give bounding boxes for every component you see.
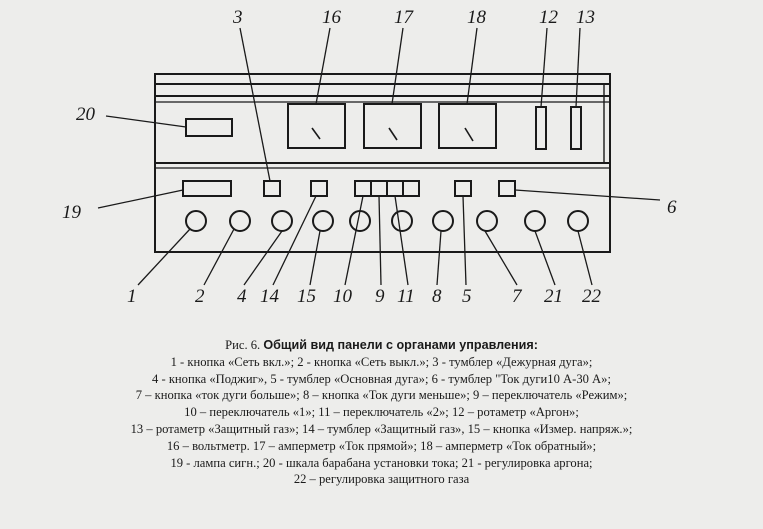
caption-title: Общий вид панели с органами управления: xyxy=(263,338,538,352)
ammeter-reverse xyxy=(438,103,497,149)
rotameter-argon xyxy=(535,106,547,150)
voltmeter xyxy=(287,103,346,149)
caption-line: 19 - лампа сигн.; 20 - шкала барабана ус… xyxy=(170,455,593,470)
leader-6 xyxy=(514,189,661,201)
callout-7: 7 xyxy=(512,286,523,307)
caption-title-line: Рис. 6. Общий вид панели с органами упра… xyxy=(0,337,763,354)
figure-caption: Рис. 6. Общий вид панели с органами упра… xyxy=(0,337,763,488)
toggle-standby-arc xyxy=(263,180,281,197)
knob-9 xyxy=(524,210,546,232)
knob-7 xyxy=(432,210,454,232)
voltmeter-needle xyxy=(311,127,321,140)
leader-20 xyxy=(105,115,187,128)
leader-5 xyxy=(462,195,467,286)
caption-line: 13 – ротаметр «Защитный газ»; 14 – тумбл… xyxy=(130,421,633,436)
leader-22 xyxy=(577,230,593,286)
drum-scale-window xyxy=(185,118,233,137)
leader-19 xyxy=(97,189,184,209)
callout-22: 22 xyxy=(582,286,602,307)
leader-10 xyxy=(344,195,364,286)
leader-9 xyxy=(378,195,382,286)
ammeter-reverse-needle xyxy=(464,127,474,142)
leader-14 xyxy=(272,195,317,286)
signal-lamp xyxy=(182,180,232,197)
ammeter-direct-needle xyxy=(388,127,398,141)
leader-11 xyxy=(394,195,409,286)
callout-19: 19 xyxy=(62,202,82,223)
knob-1 xyxy=(185,210,207,232)
knob-10 xyxy=(567,210,589,232)
callout-17: 17 xyxy=(394,7,415,28)
callout-12: 12 xyxy=(539,7,559,28)
knob-2 xyxy=(229,210,251,232)
callout-6: 6 xyxy=(667,197,677,218)
leader-18 xyxy=(466,27,478,105)
callout-8: 8 xyxy=(432,286,442,307)
callout-5: 5 xyxy=(462,286,472,307)
leader-16 xyxy=(315,27,331,105)
callout-2: 2 xyxy=(195,286,205,307)
leader-8 xyxy=(436,230,442,286)
callout-4: 4 xyxy=(237,286,247,307)
callout-1: 1 xyxy=(127,286,137,307)
callout-15: 15 xyxy=(297,286,316,307)
caption-line: 16 – вольтметр. 17 – амперметр «Ток прям… xyxy=(166,438,597,453)
leader-4 xyxy=(243,230,283,286)
callout-21: 21 xyxy=(544,286,563,307)
callout-14: 14 xyxy=(260,286,280,307)
callout-9: 9 xyxy=(375,286,385,307)
toggle-shield-gas xyxy=(310,180,328,197)
callout-20: 20 xyxy=(76,104,96,125)
leader-15 xyxy=(309,230,321,286)
toggle-main-arc xyxy=(454,180,472,197)
control-panel-diagram: 16 17 18 12 13 3 20 19 6 1 2 4 14 15 10 … xyxy=(62,7,677,307)
knob-6 xyxy=(391,210,413,232)
caption-line: 22 – регулировка защитного газа xyxy=(293,472,470,487)
leader-21 xyxy=(534,230,556,286)
callout-18: 18 xyxy=(467,7,487,28)
ammeter-direct xyxy=(363,103,422,149)
toggle-arc-current xyxy=(498,180,516,197)
callout-3: 3 xyxy=(232,7,243,28)
callout-10: 10 xyxy=(333,286,353,307)
caption-line: 4 - кнопка «Поджиг», 5 - тумблер «Основн… xyxy=(152,371,611,386)
figure-label: Рис. 6. xyxy=(225,338,261,352)
callout-13: 13 xyxy=(576,7,595,28)
callout-11: 11 xyxy=(397,286,415,307)
caption-line: 7 – кнопка «ток дуги больше»; 8 – кнопка… xyxy=(135,388,628,403)
leader-13 xyxy=(575,27,581,108)
knob-3 xyxy=(271,210,293,232)
leader-12 xyxy=(540,27,548,108)
knob-8 xyxy=(476,210,498,232)
caption-line: 1 - кнопка «Сеть вкл.»; 2 - кнопка «Сеть… xyxy=(170,354,593,369)
caption-line: 10 – переключатель «1»; 11 – переключате… xyxy=(184,405,579,420)
leader-2 xyxy=(203,228,235,286)
rotameter-shield-gas xyxy=(570,106,582,150)
leader-7 xyxy=(484,230,518,286)
leader-17 xyxy=(391,27,404,105)
callout-16: 16 xyxy=(322,7,342,28)
knob-4 xyxy=(312,210,334,232)
leader-3 xyxy=(239,27,271,182)
leader-1 xyxy=(137,228,191,286)
